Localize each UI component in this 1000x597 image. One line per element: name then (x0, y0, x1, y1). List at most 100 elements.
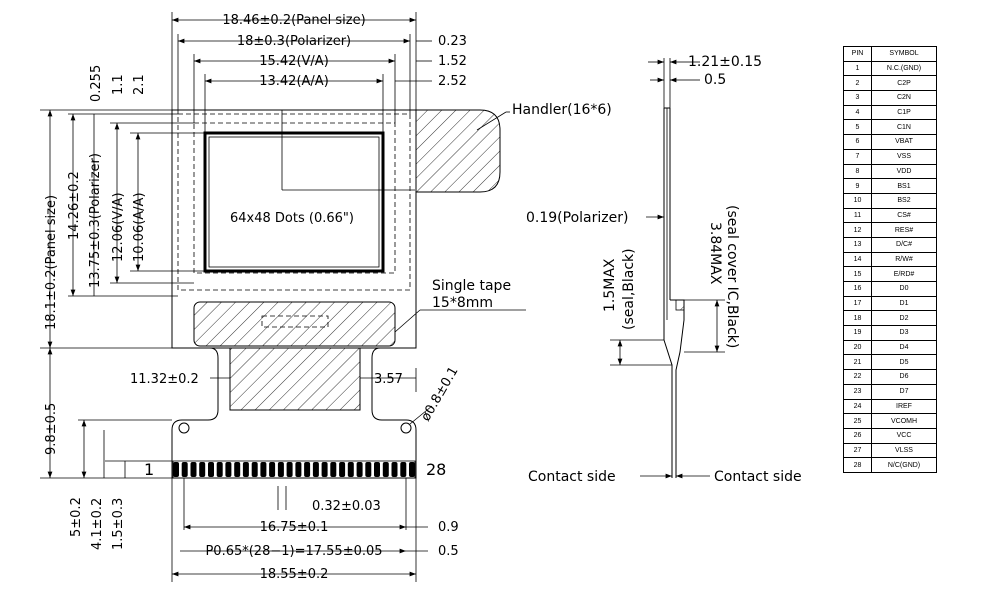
pin-number: 2 (843, 75, 872, 92)
pin-number: 13 (843, 236, 872, 253)
dim-pitch: P0.65*(28−1)=17.55±0.05 (205, 544, 382, 559)
contact-pin (181, 462, 188, 477)
dim-41: 4.1±0.2 (90, 498, 105, 550)
display-resolution-label: 64x48 Dots (0.66") (230, 211, 354, 226)
dim-panel-width: 18.46±0.2(Panel size) (222, 13, 365, 28)
dim-va-height: 12.06(V/A) (111, 192, 126, 262)
pin-number: 1 (843, 60, 872, 77)
dim-5: 5±0.2 (69, 497, 84, 537)
pin-number: 26 (843, 427, 872, 444)
pin-1-label: 1 (144, 460, 154, 479)
pin-symbol: VDD (871, 163, 937, 180)
pin-number: 18 (843, 310, 872, 327)
pin-number: 22 (843, 369, 872, 385)
pin-symbol: VCOMH (871, 413, 937, 429)
dim-total-width: 18.55±0.2 (260, 567, 329, 582)
side-seal-ic-1: 3.84MAX (707, 222, 723, 285)
dim-right-252: 2.52 (438, 74, 467, 89)
contact-pin (321, 462, 328, 477)
dim-0255: 0.255 (89, 65, 104, 102)
pin-number: 19 (843, 325, 872, 341)
pin-symbol: BS2 (871, 192, 937, 209)
tape-label-1: Single tape (432, 278, 511, 294)
pin-symbol: IREF (871, 398, 937, 415)
pin-symbol: N/C(GND) (871, 457, 937, 473)
pin-symbol: VCC (871, 427, 937, 444)
dim-right-023: 0.23 (438, 34, 467, 49)
dim-aa-height: 10.06(A/A) (132, 192, 147, 262)
pin-symbol: D1 (871, 295, 937, 312)
dim-fpc-width: 11.32±0.2 (130, 372, 199, 387)
pin-number: 4 (843, 104, 872, 121)
pin-symbol: E/RD# (871, 266, 937, 282)
contact-side-right: Contact side (714, 469, 802, 485)
pin-number: 11 (843, 207, 872, 224)
dim-21: 2.1 (132, 74, 147, 95)
pin-symbol: CS# (871, 207, 937, 224)
dim-aa-width: 13.42(A/A) (259, 74, 329, 89)
pin-symbol: D/C# (871, 236, 937, 253)
contact-pin (260, 462, 267, 477)
contact-pin (304, 462, 311, 477)
contact-pin (339, 462, 346, 477)
pin-number: 10 (843, 192, 872, 209)
pin-number: 17 (843, 295, 872, 312)
pin-number: 24 (843, 398, 872, 415)
pin-number: 27 (843, 442, 872, 459)
hole-right (400, 422, 412, 434)
contact-pin (312, 462, 319, 477)
contact-pin (277, 462, 284, 477)
pin-symbol: D6 (871, 369, 937, 385)
side-dim-polarizer: 0.19(Polarizer) (526, 210, 628, 226)
contact-pin (225, 462, 232, 477)
dim-11: 1.1 (111, 74, 126, 95)
pin-number: 28 (843, 457, 872, 473)
contact-pin (269, 462, 276, 477)
pin-symbol: C2P (871, 75, 937, 92)
dim-span: 16.75±0.1 (260, 520, 329, 535)
pin-number: 14 (843, 251, 872, 268)
dim-fpc-right: 3.57 (374, 372, 403, 387)
pin-symbol: D7 (871, 383, 937, 400)
contact-pin (208, 462, 214, 477)
tape-label-2: 15*8mm (432, 295, 493, 311)
contact-pins (173, 462, 415, 477)
pin-symbol: C1P (871, 104, 937, 121)
symbol-header: SYMBOL (871, 46, 937, 62)
contact-pin (391, 462, 398, 477)
pin-number: 6 (843, 134, 872, 150)
pin-symbol: C1N (871, 119, 937, 136)
hole-left (178, 422, 190, 434)
dim-hole: ø0.8±0.1 (418, 364, 461, 424)
contact-pin (234, 462, 241, 477)
pin-symbol: VLSS (871, 442, 937, 459)
pin-number: 23 (843, 383, 872, 400)
contact-pin (173, 462, 179, 477)
contact-pin (199, 462, 206, 477)
pin-number: 20 (843, 339, 872, 356)
pin-symbol: D0 (871, 281, 937, 297)
handler-tab (415, 109, 501, 193)
contact-pin (286, 462, 293, 477)
contact-pin (356, 462, 363, 477)
contact-pin (409, 462, 415, 477)
contact-pin (400, 462, 407, 477)
